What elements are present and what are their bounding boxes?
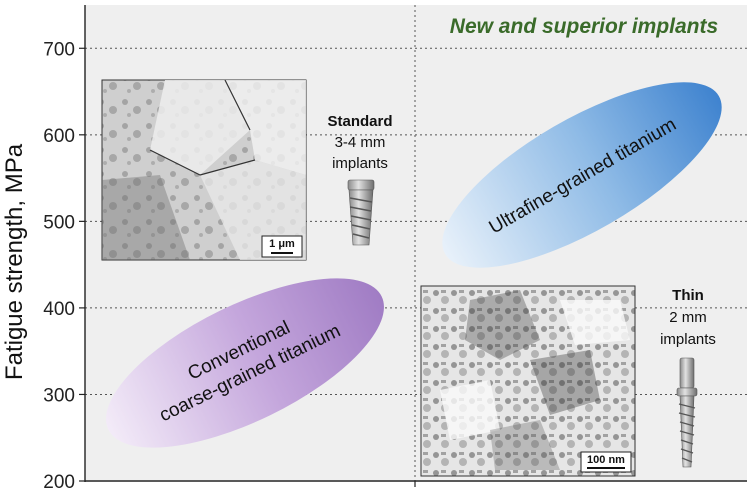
implant-thin-word: implants: [660, 331, 716, 348]
implant-standard-label: Standard: [327, 113, 392, 130]
implant-thin-label: Thin: [672, 287, 704, 304]
y-tick-label-300: 300: [43, 385, 75, 406]
scale-label-coarse: 1 μm: [269, 238, 295, 250]
y-axis-ticks: 200 300 400 500 600 700: [43, 39, 416, 492]
micrograph-ultrafine: 100 nm: [420, 285, 636, 477]
implant-thin-size: 2 mm: [669, 309, 707, 326]
micrograph-coarse: 1 μm: [101, 79, 307, 261]
implant-standard-size: 3-4 mm: [335, 134, 386, 151]
region-conventional: [106, 278, 384, 448]
y-tick-label-700: 700: [43, 39, 75, 60]
implant-thin-icon: [676, 357, 698, 468]
y-axis-label: Fatigue strength, MPa: [1, 143, 28, 380]
scale-label-ultrafine: 100 nm: [587, 454, 625, 466]
chart-title: New and superior implants: [450, 15, 718, 38]
y-tick-label-200: 200: [43, 472, 75, 492]
implant-standard-word: implants: [332, 155, 388, 172]
y-tick-label-400: 400: [43, 299, 75, 320]
y-tick-label-500: 500: [43, 212, 75, 233]
y-tick-label-600: 600: [43, 126, 75, 147]
implant-standard-icon: [347, 179, 375, 246]
region-ultrafine: [442, 82, 722, 268]
